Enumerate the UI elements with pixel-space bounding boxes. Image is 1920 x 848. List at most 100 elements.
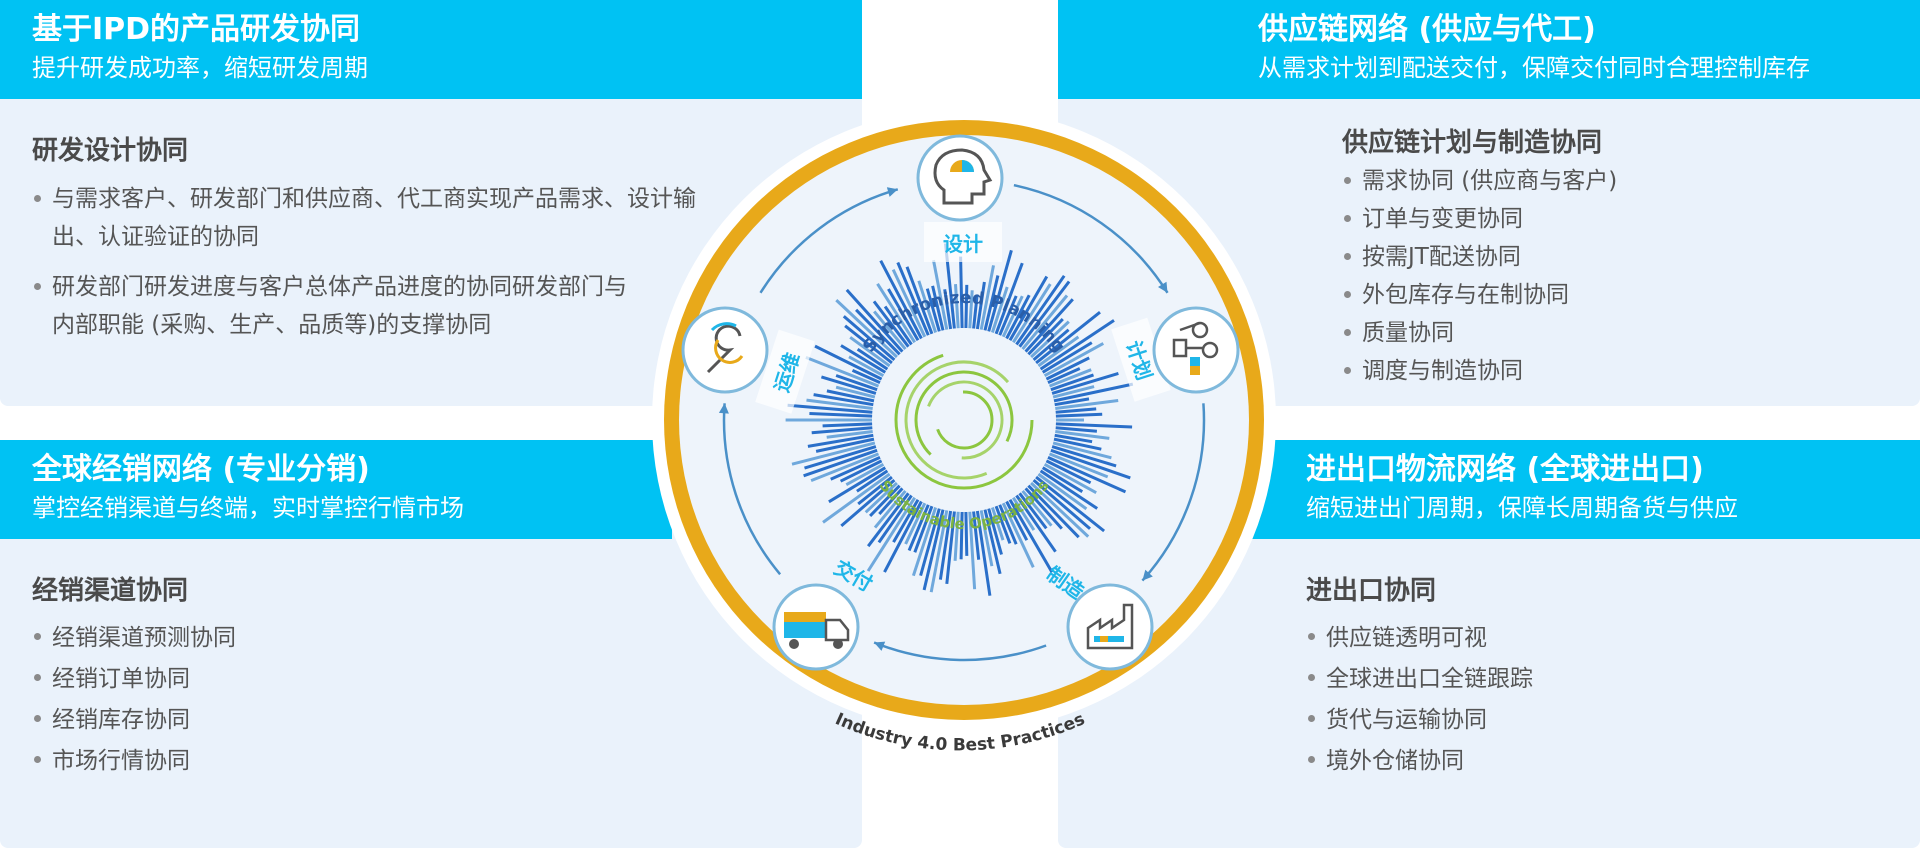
list-item: 按需JT配送协同 [1342,238,1792,276]
wave-bar [883,305,913,346]
wave-bar [842,315,896,362]
wave-bar [990,286,1009,333]
wave-bar [1048,368,1092,388]
wave-bar [1030,481,1090,538]
wave-bar [839,459,883,483]
wave-bar [925,288,941,332]
list-item: 境外仓储协同 [1306,741,1706,782]
distribution-section-title: 经销渠道协同 [32,576,189,606]
wave-bar [892,498,920,543]
wave-bar [1012,283,1052,344]
wave-bar [809,412,873,418]
wave-bar [807,433,874,448]
distribution-banner: 全球经销网络 (专业分销) 掌控经销渠道与终端，实时掌控行情市场 [0,440,672,539]
wave-bar [979,265,995,330]
wave-bar [787,403,873,414]
wave-bar [856,469,889,493]
rd-list: 与需求客户、研发部门和供应商、代工商实现产品需求、设计输出、认证验证的协同 研发… [32,180,712,344]
wave-bar [845,288,904,353]
wave-bar [814,344,883,381]
stage-label-maintain: 运维 [755,329,815,414]
wave-bar [873,489,907,529]
wave-bar [845,462,885,487]
cycle-arrowhead [1142,569,1153,581]
wave-bar [1037,472,1088,511]
rd-subtitle: 提升研发成功率，缩短研发周期 [32,54,368,82]
wave-bar [806,398,873,410]
wave-bar [968,511,977,590]
wave-bar [878,487,904,516]
rd-title: 基于IPD的产品研发协同 [32,12,361,47]
wave-bar [904,502,927,545]
wave-bar [822,472,891,524]
wave-bar [848,355,885,378]
wave-bar [968,290,974,329]
cycle-arrowhead [886,187,898,197]
supply-title: 供应链网络 (供应与代工) [1258,12,1596,47]
wave-bar [1032,478,1091,530]
stage-label-plan: 计划 [1111,317,1171,402]
wave-bar [1005,294,1031,340]
wave-bar [1043,342,1105,378]
wave-bar [826,430,873,439]
wave-bar [1027,484,1080,539]
wave-bar [1037,335,1080,368]
cycle-arrow [759,188,899,294]
list-item: 需求协同 (供应商与客户) [1342,162,1792,200]
wave-bar [867,492,910,548]
wave-bar [1055,399,1119,410]
logistics-title: 进出口物流网络 (全球进出口) [1306,452,1704,487]
wave-bar [1055,426,1098,433]
wave-bar [844,324,893,365]
logistics-subtitle: 缩短进出门周期，保障长周期备货与供应 [1306,494,1738,522]
make-node [1066,583,1154,671]
rd-section-title: 研发设计协同 [32,136,189,166]
wave-bar [1045,459,1092,485]
wave-bar [954,284,960,329]
wave-bar [998,504,1018,545]
wave-bar [919,508,941,577]
wave-bar [983,275,1000,331]
cycle-arrowhead [718,403,729,414]
wave-bar [864,481,898,514]
wave-bar [1021,489,1053,527]
wave-bar [813,393,874,407]
wave-bar [931,285,945,331]
list-item: 货代与运输协同 [1306,700,1706,741]
cycle-arrow [1141,403,1206,582]
wave-bar [805,356,880,388]
wave-bar [1030,320,1070,359]
inner-ring [934,390,994,450]
wave-bar [1055,412,1103,418]
cycle-arrow [873,641,1047,662]
wave-bar [866,496,916,572]
cycle-arrowhead [874,641,886,651]
wave-bar [994,505,1012,544]
list-item: 经销库存协同 [32,700,432,741]
logistics-list: 供应链透明可视 全球进出口全链跟踪 货代与运输协同 境外仓储协同 [1306,618,1706,782]
wave-bar [959,511,964,560]
wave-bar [953,511,960,561]
wave-bar [1039,469,1099,510]
wave-bar [810,452,880,482]
wave-bar [1008,275,1049,342]
list-item: 与需求客户、研发部门和供应商、代工商实现产品需求、设计输出、认证验证的协同 [32,180,712,256]
wave-bar [869,484,901,517]
inner-green-rings [894,350,1034,490]
wave-bar [804,445,877,470]
wave-bar [1048,452,1109,479]
distribution-subtitle: 掌控经销渠道与终端，实时掌控行情市场 [32,494,464,522]
wave-bar [1032,328,1070,362]
wave-bar [990,507,1005,541]
wave-bar [835,299,898,359]
wave-bar [811,426,873,435]
distribution-list: 经销渠道预测协同 经销订单协同 经销库存协同 市场行情协同 [32,618,432,782]
wave-bar [820,375,877,395]
wave-bar [873,310,907,351]
wave-bar [1045,356,1090,381]
design-node [916,134,1004,222]
wave-bar [791,441,876,466]
cycle-arrowhead [1158,281,1168,293]
logistics-section-title: 进出口协同 [1306,576,1437,606]
